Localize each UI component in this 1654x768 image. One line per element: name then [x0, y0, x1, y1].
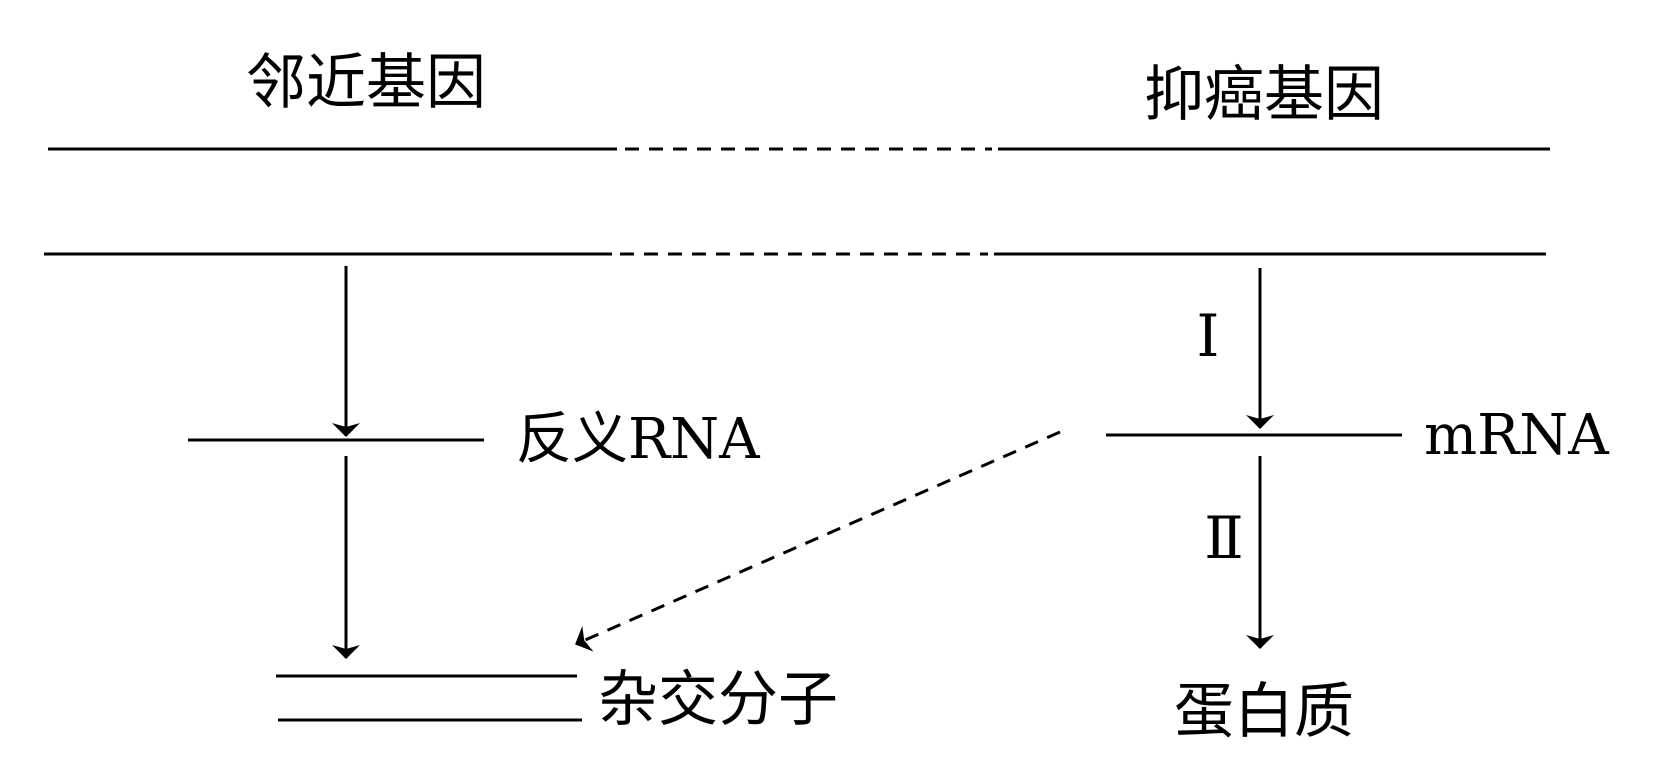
- hybrid-molecule-strands: [276, 674, 582, 722]
- antisense-rna-label: 反义RNA: [516, 407, 760, 472]
- mrna-label: mRNA: [1424, 403, 1609, 468]
- hybrid-molecule-label: 杂交分子: [598, 665, 838, 735]
- tumor-suppressor-gene-label: 抑癌基因: [1144, 60, 1384, 130]
- step-two-label: Ⅱ: [1204, 504, 1243, 572]
- arrow-mrna-to-hybrid: [575, 430, 1061, 652]
- protein-label: 蛋白质: [1174, 677, 1354, 747]
- step-one-label: Ⅰ: [1197, 302, 1220, 370]
- adjacent-gene-label: 邻近基因: [246, 48, 486, 118]
